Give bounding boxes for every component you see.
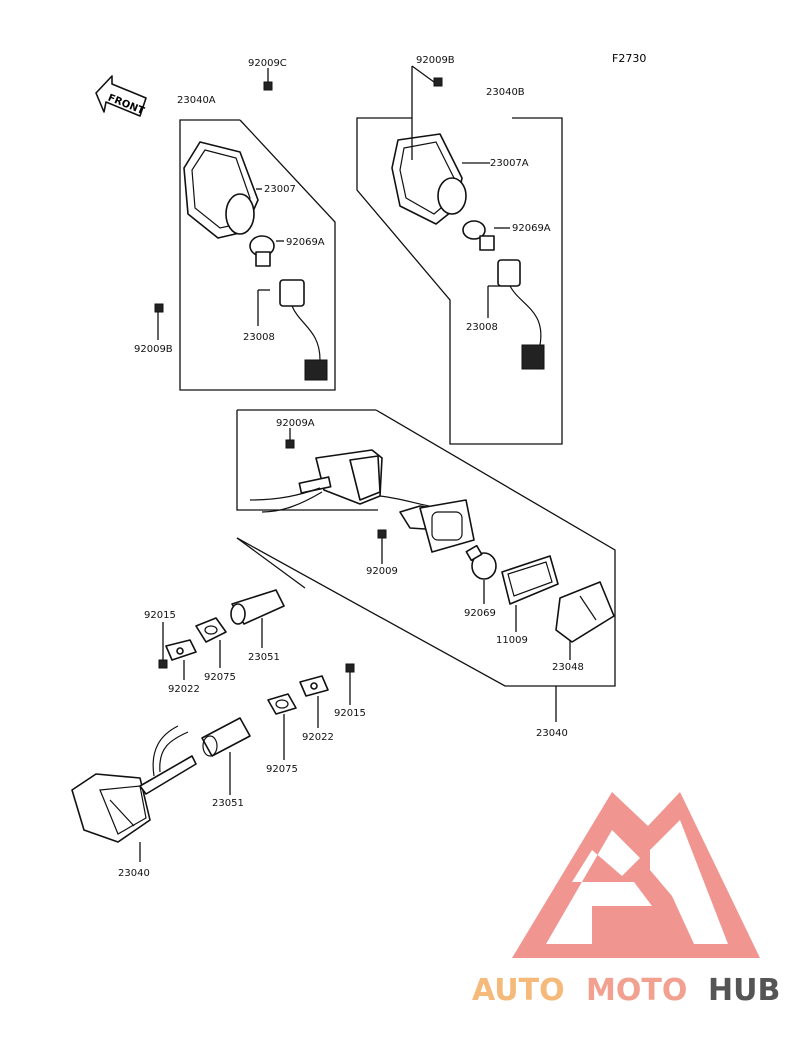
label-23007A: 23007A <box>490 158 529 169</box>
automotohub-logo-icon <box>512 792 760 958</box>
label-92009A: 92009A <box>276 418 315 429</box>
label-92015-right: 92015 <box>334 708 366 719</box>
assembly-23040-mid <box>236 409 616 722</box>
label-92075-left: 92075 <box>204 672 236 683</box>
assembly-23040-bottom <box>71 725 197 862</box>
label-23051-top: 23051 <box>248 652 280 663</box>
label-92022-right: 92022 <box>302 732 334 743</box>
brand-part-3: HUB <box>708 973 780 1008</box>
label-92009: 92009 <box>366 566 398 577</box>
label-92069: 92069 <box>464 608 496 619</box>
brand-wordmark: AUTO MOTO HUB <box>472 973 780 1008</box>
label-23048: 23048 <box>552 662 584 673</box>
front-arrow-icon: FRONT <box>95 75 147 117</box>
label-92022-left: 92022 <box>168 684 200 695</box>
label-92015-left: 92015 <box>144 610 176 621</box>
label-92069A-right: 92069A <box>512 223 551 234</box>
label-23008-right: 23008 <box>466 322 498 333</box>
brand-part-2: MOTO <box>586 973 687 1008</box>
label-92009B-right: 92009B <box>416 55 455 66</box>
brand-part-1: AUTO <box>472 973 565 1008</box>
mounting-parts <box>158 589 355 795</box>
label-23051-bottom: 23051 <box>212 798 244 809</box>
label-23040-mid: 23040 <box>536 728 568 739</box>
assembly-23040B <box>356 65 563 445</box>
label-11009: 11009 <box>496 635 528 646</box>
figure-code: F2730 <box>612 52 646 65</box>
assembly-23040A <box>154 68 336 391</box>
label-23007: 23007 <box>264 184 296 195</box>
label-23040B: 23040B <box>486 87 525 98</box>
label-92075-right: 92075 <box>266 764 298 775</box>
label-92009C: 92009C <box>248 58 287 69</box>
label-92009B-left: 92009B <box>134 344 173 355</box>
label-23040-bottom: 23040 <box>118 868 150 879</box>
label-92069A-left: 92069A <box>286 237 325 248</box>
label-23040A: 23040A <box>177 95 216 106</box>
label-23008-left: 23008 <box>243 332 275 343</box>
